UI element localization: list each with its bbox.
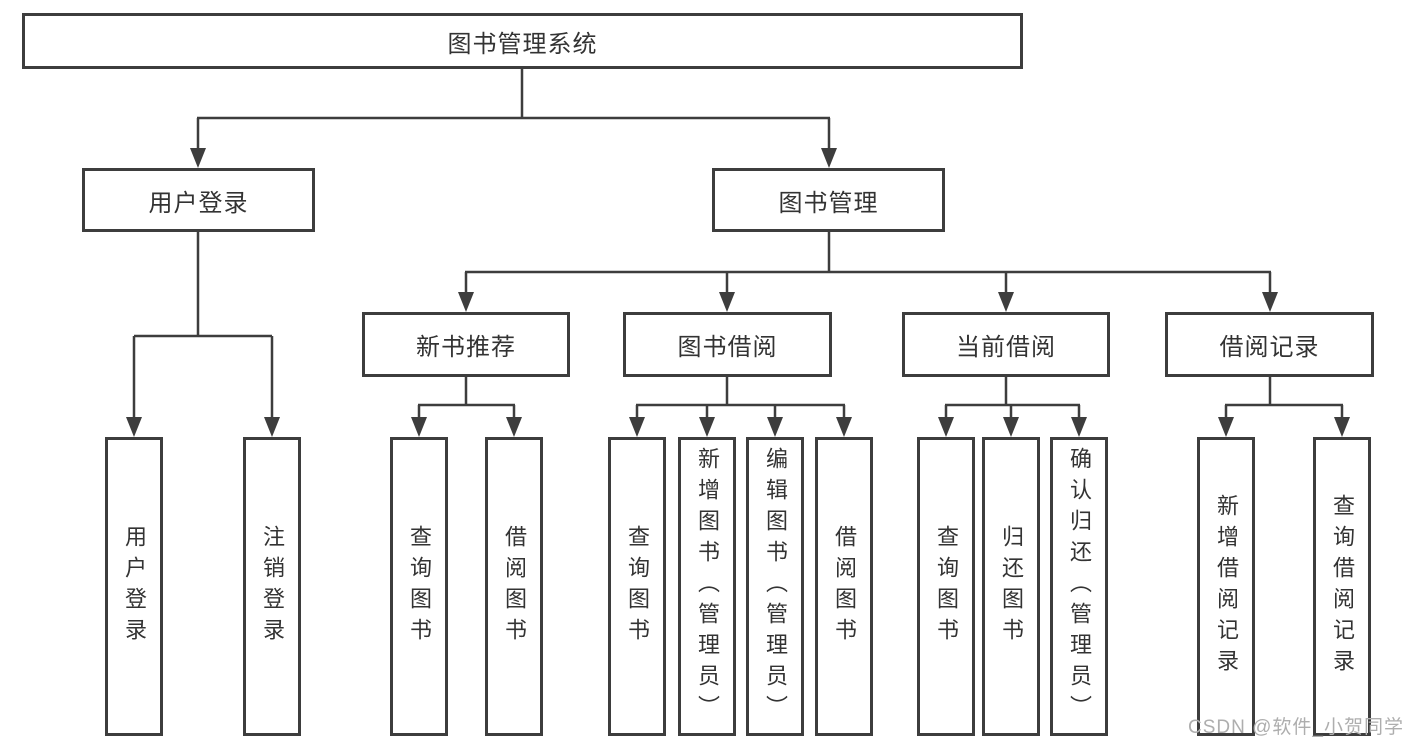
leaf-query-books-recommend-label: 查询图书 (407, 524, 432, 649)
leaf-user-login: 用户登录 (105, 437, 163, 736)
leaf-borrow-books-recommend-label: 借阅图书 (502, 524, 527, 649)
watermark-text: CSDN @软件_小贺同学 (1188, 717, 1404, 738)
leaf-confirm-return-admin-label: 确认归还（管理员） (1067, 447, 1092, 726)
connector-segments (132, 69, 1344, 421)
leaf-logout: 注销登录 (243, 437, 301, 736)
node-current-borrowing: 当前借阅 (902, 312, 1110, 377)
node-user-login: 用户登录 (82, 168, 315, 232)
leaf-logout-label: 注销登录 (260, 524, 285, 649)
leaf-add-books-admin-label: 新增图书（管理员） (695, 447, 720, 726)
leaf-user-login-label: 用户登录 (122, 524, 147, 649)
node-new-book-recommend: 新书推荐 (362, 312, 570, 377)
node-book-management: 图书管理 (712, 168, 945, 232)
leaf-query-borrow-record-label: 查询借阅记录 (1330, 493, 1355, 680)
leaf-edit-books-admin: 编辑图书（管理员） (746, 437, 804, 736)
leaf-query-borrow-record: 查询借阅记录 (1313, 437, 1371, 736)
leaf-query-books-recommend: 查询图书 (390, 437, 448, 736)
node-borrowing-records: 借阅记录 (1165, 312, 1374, 377)
leaf-query-books-borrow: 查询图书 (608, 437, 666, 736)
leaf-query-books-current: 查询图书 (917, 437, 975, 736)
leaf-confirm-return-admin: 确认归还（管理员） (1050, 437, 1108, 736)
leaf-edit-books-admin-label: 编辑图书（管理员） (763, 447, 788, 726)
leaf-add-borrow-record-label: 新增借阅记录 (1214, 493, 1239, 680)
leaf-return-books-label: 归还图书 (999, 524, 1024, 649)
leaf-add-borrow-record: 新增借阅记录 (1197, 437, 1255, 736)
leaf-borrow-books-recommend: 借阅图书 (485, 437, 543, 736)
leaf-borrow-books-label: 借阅图书 (832, 524, 857, 649)
leaf-add-books-admin: 新增图书（管理员） (678, 437, 736, 736)
node-book-borrowing: 图书借阅 (623, 312, 832, 377)
leaf-borrow-books: 借阅图书 (815, 437, 873, 736)
node-library-management-system: 图书管理系统 (22, 13, 1023, 69)
leaf-query-books-current-label: 查询图书 (934, 524, 959, 649)
leaf-query-books-borrow-label: 查询图书 (625, 524, 650, 649)
leaf-return-books: 归还图书 (982, 437, 1040, 736)
